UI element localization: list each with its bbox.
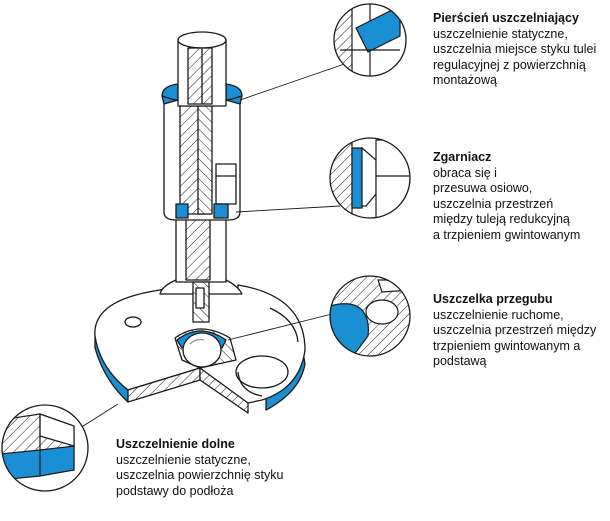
inset-sealing-ring: [333, 3, 407, 77]
callout-line: uszczelnienie ruchome,: [433, 307, 564, 322]
callout-title: Uszczelnienie dolne: [116, 437, 235, 451]
wiper-seal-left: [175, 203, 189, 219]
callout-line: uszczelnienie statyczne,: [116, 452, 251, 467]
callout-line: trzpieniem gwintowanym a: [433, 338, 581, 353]
callout-line: podstawy do podłoża: [116, 483, 234, 498]
callout-line: podstawą: [433, 354, 487, 368]
callout-title: Uszczelka przegubu: [433, 292, 553, 306]
callout-line: uszczelnia przestrzeń: [433, 196, 554, 211]
mounting-hole-left: [124, 316, 142, 328]
callout-wiper: Zgarniacz obraca się i przesuwa osiowo, …: [433, 150, 608, 243]
ball-joint: [182, 332, 222, 368]
callout-sealing-ring: Pierścień uszczelniający uszczelnienie s…: [433, 11, 608, 89]
inset-joint-seal: [329, 275, 411, 357]
sealing-ring: [161, 83, 179, 105]
callout-line: między tuleją redukcyjną: [433, 212, 570, 226]
stem-assembly: [159, 31, 243, 323]
stem-section-lower: [185, 213, 211, 281]
wiper-seal-right: [213, 203, 229, 219]
mounting-hole-right: [235, 355, 289, 389]
callout-line: regulacyjnej z powierzchnią: [433, 57, 586, 72]
base-disc: [94, 284, 306, 414]
callout-joint-seal: Uszczelka przegubu uszczelnienie ruchome…: [433, 292, 608, 370]
callout-line: obraca się i: [433, 165, 497, 180]
base-section-right: [199, 367, 249, 414]
inset-wiper: [329, 137, 411, 219]
callout-title: Zgarniacz: [433, 150, 492, 164]
spindle-top: [177, 31, 227, 49]
callout-line: uszczelnia miejsce styku tulei: [433, 42, 597, 56]
callout-line: przesuwa osiowo,: [433, 181, 533, 195]
callout-line: uszczelnienie statyczne,: [433, 26, 568, 41]
callout-line: montażową: [433, 73, 497, 87]
callout-line: a trzpieniem gwintowanym: [433, 227, 581, 242]
leader-lines: [79, 59, 357, 429]
callout-line: uszczelnia przestrzeń między: [433, 323, 597, 337]
callout-title: Pierścień uszczelniający: [433, 11, 579, 25]
inset-bottom-seal: [1, 404, 89, 492]
callout-line: uszczelnia powierzchnię styku: [116, 468, 284, 482]
callout-bottom-seal: Uszczelnienie dolne uszczelnienie statyc…: [116, 437, 316, 499]
